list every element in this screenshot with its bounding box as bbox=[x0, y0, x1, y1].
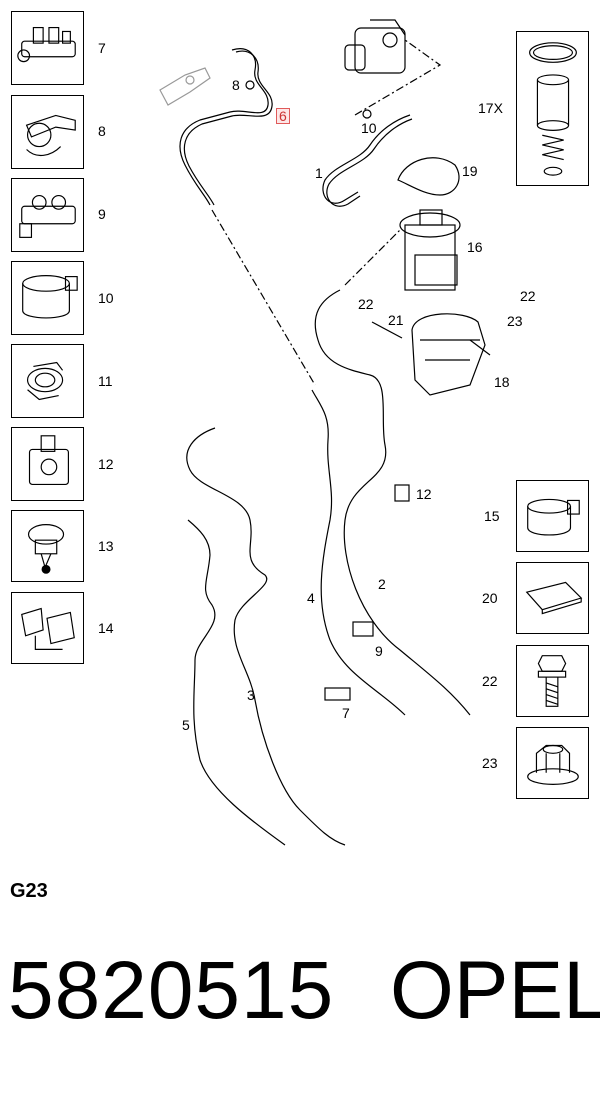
callout-18: 18 bbox=[494, 374, 510, 390]
callout-19: 19 bbox=[462, 163, 478, 179]
callout-2: 2 bbox=[378, 576, 386, 592]
callout-left-12: 12 bbox=[98, 456, 114, 472]
callout-1: 1 bbox=[315, 165, 323, 181]
part-number: 5820515 bbox=[8, 945, 335, 1036]
clamp-ring-icon bbox=[527, 498, 580, 536]
clip-single-icon bbox=[25, 114, 76, 157]
callout-21: 21 bbox=[388, 312, 404, 328]
callout-6-highlighted[interactable]: 6 bbox=[276, 108, 290, 124]
part-box-23 bbox=[516, 727, 589, 799]
clip-12-icon bbox=[394, 484, 410, 502]
part-box-20 bbox=[516, 562, 589, 634]
clip-double-icon bbox=[19, 194, 76, 238]
pipe-3 bbox=[186, 427, 346, 846]
callout-4: 4 bbox=[307, 590, 315, 606]
callout-8: 8 bbox=[232, 77, 240, 93]
clip-with-stud-icon bbox=[27, 524, 65, 574]
fuel-filter-housing-icon bbox=[399, 209, 461, 291]
hose-clamp-icon bbox=[22, 275, 78, 319]
part-box-10 bbox=[11, 261, 84, 335]
pipe-5 bbox=[187, 519, 286, 846]
injector-icon bbox=[159, 67, 211, 106]
part-box-15 bbox=[516, 480, 589, 552]
filter-kit-icon bbox=[529, 42, 577, 176]
callout-left-14: 14 bbox=[98, 620, 114, 636]
part-box-14 bbox=[11, 592, 84, 664]
part-box-11 bbox=[11, 344, 84, 418]
callout-23: 23 bbox=[507, 313, 523, 329]
pipe-6 bbox=[179, 48, 269, 206]
callout-9: 9 bbox=[375, 643, 383, 659]
flange-nut-icon bbox=[527, 744, 579, 785]
callout-10: 10 bbox=[361, 120, 377, 136]
callout-22-right: 22 bbox=[520, 288, 536, 304]
callout-7: 7 bbox=[342, 705, 350, 721]
pad-icon bbox=[525, 581, 583, 615]
clip-7-icon bbox=[324, 687, 351, 701]
high-pressure-pump-icon bbox=[344, 19, 406, 74]
clip-9-icon bbox=[352, 621, 374, 637]
bolt-21-icon bbox=[371, 321, 403, 339]
part-box-13 bbox=[11, 510, 84, 582]
bracket-clip-icon bbox=[28, 435, 69, 486]
callout-left-10: 10 bbox=[98, 290, 114, 306]
callout-17x: 17X bbox=[478, 100, 503, 116]
callout-right-23: 23 bbox=[482, 755, 498, 771]
bolt-icon bbox=[537, 655, 567, 707]
callout-left-8: 8 bbox=[98, 123, 106, 139]
callout-12: 12 bbox=[416, 486, 432, 502]
pipe-4 bbox=[311, 389, 406, 716]
part-box-7 bbox=[11, 11, 84, 85]
callout-left-11: 11 bbox=[98, 373, 113, 389]
pipe-2 bbox=[314, 289, 471, 716]
callout-right-22: 22 bbox=[482, 673, 498, 689]
callout-right-20: 20 bbox=[482, 590, 498, 606]
double-clip-icon bbox=[21, 607, 75, 650]
callout-5: 5 bbox=[182, 717, 190, 733]
callout-right-15: 15 bbox=[484, 508, 500, 524]
part-box-17x bbox=[516, 31, 589, 186]
part-box-8 bbox=[11, 95, 84, 169]
callout-3: 3 bbox=[247, 687, 255, 703]
part-box-12 bbox=[11, 427, 84, 501]
part-box-22 bbox=[516, 645, 589, 717]
callout-left-9: 9 bbox=[98, 206, 106, 222]
callout-left-7: 7 bbox=[98, 40, 106, 56]
callout-left-13: 13 bbox=[98, 538, 114, 554]
callout-16: 16 bbox=[467, 239, 483, 255]
part-box-9 bbox=[11, 178, 84, 252]
group-code: G23 bbox=[10, 880, 48, 902]
callout-22-left: 22 bbox=[358, 296, 374, 312]
brand-name: OPEL bbox=[390, 945, 600, 1036]
hose-clip-icon bbox=[26, 361, 64, 401]
clip-triple-icon bbox=[17, 26, 76, 63]
filter-cover-icon bbox=[397, 157, 460, 196]
filter-bracket-icon bbox=[411, 313, 491, 396]
